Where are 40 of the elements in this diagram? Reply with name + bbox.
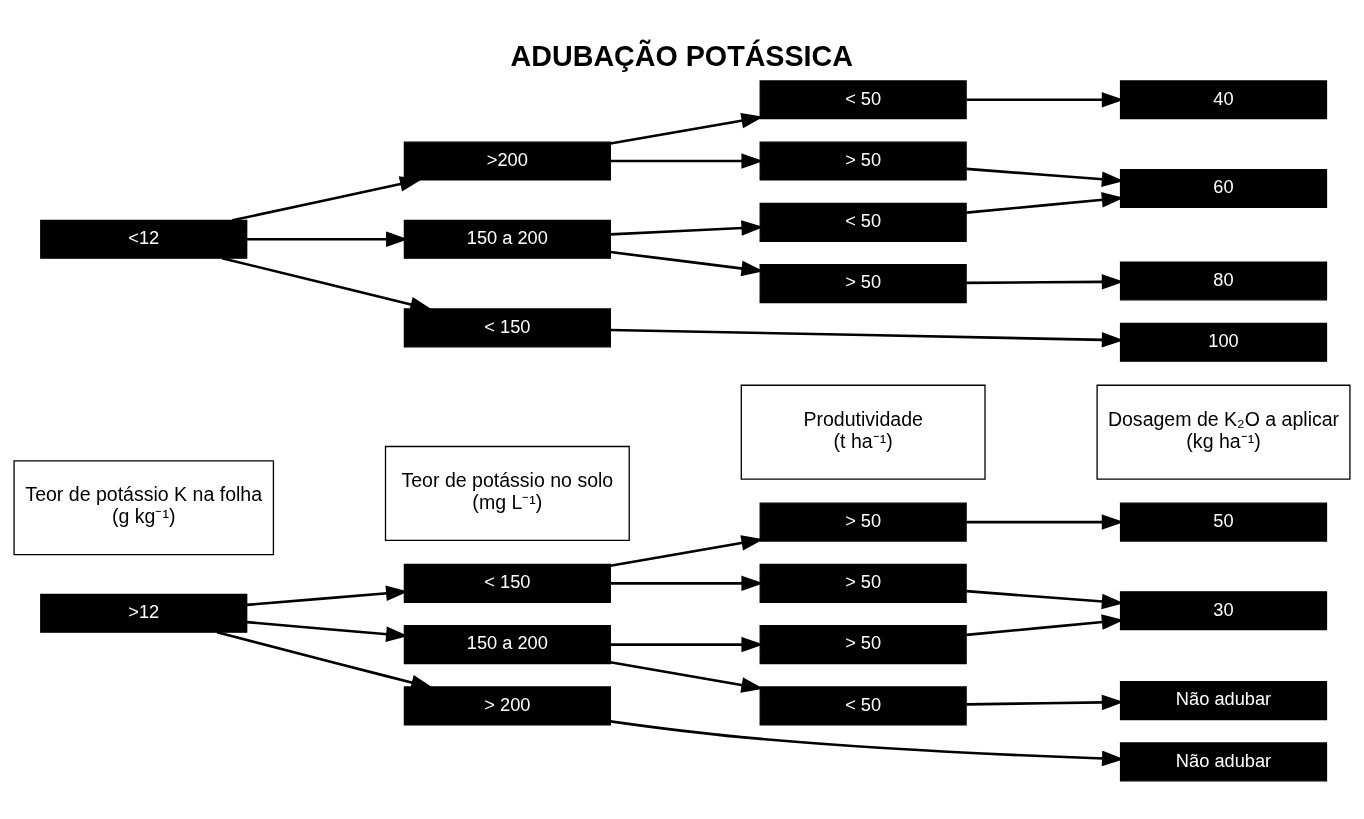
arrow (232, 175, 423, 222)
arrow (221, 256, 433, 312)
node-box: > 50 (759, 141, 967, 181)
node-box: < 50 (759, 79, 967, 119)
node-box: < 50 (759, 685, 967, 725)
node-box: 80 (1119, 260, 1328, 300)
node-box: >12 (40, 593, 248, 633)
label: Dosagem de K₂O a aplicar (kg ha⁻¹) (1107, 407, 1340, 452)
node-box: < 50 (759, 202, 967, 242)
node-box: 60 (1119, 168, 1328, 208)
arrow (216, 630, 434, 690)
node-box: 30 (1119, 590, 1328, 630)
node-box: Não adubar (1119, 680, 1328, 720)
arrow (610, 636, 764, 652)
node-box: Não adubar (1119, 741, 1328, 781)
arrow (610, 152, 764, 169)
node-box: > 50 (759, 263, 967, 303)
node-box: >200 (403, 141, 611, 181)
arrow (610, 534, 764, 567)
node-box: 150 a 200 (403, 624, 611, 664)
node-box: > 50 (759, 563, 967, 603)
node-box: 40 (1119, 79, 1328, 119)
arrow (610, 112, 764, 145)
label: Teor de potássio K na folha (g kg⁻¹) (25, 482, 263, 527)
node-box: > 200 (403, 685, 611, 725)
label: Teor de potássio no solo (mg L⁻¹) (401, 468, 614, 513)
node-box: < 150 (403, 563, 611, 603)
arrow (610, 250, 764, 276)
node-box: 150 a 200 (403, 219, 611, 259)
node-box: <12 (40, 219, 248, 259)
diagram-title: ADUBAÇÃO POTÁSSICA (510, 39, 853, 72)
arrow (610, 575, 764, 591)
node-box: < 150 (403, 307, 611, 347)
label: Produtividade (t ha⁻¹) (803, 407, 923, 452)
node-box: > 50 (759, 624, 967, 664)
arrow (610, 660, 764, 693)
node-box: 100 (1119, 322, 1328, 362)
node-box: 50 (1119, 502, 1328, 542)
arrow (610, 219, 764, 236)
node-box: > 50 (759, 502, 967, 542)
